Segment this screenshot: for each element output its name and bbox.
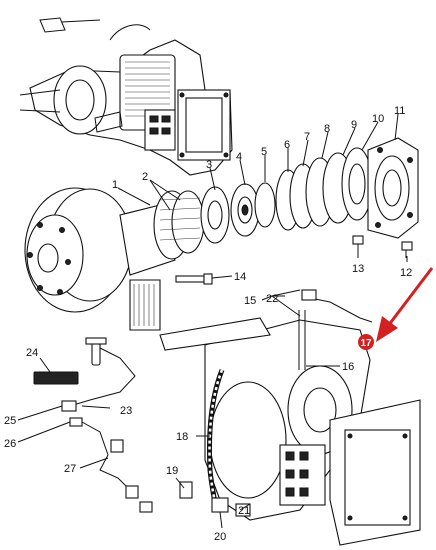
pipe-17-22 [301, 289, 373, 323]
callout-5: 5 [261, 146, 267, 158]
callout-19: 19 [166, 465, 178, 477]
callout-2: 2 [142, 171, 148, 183]
callout-13: 13 [352, 263, 364, 275]
callout-11: 11 [394, 105, 405, 117]
gear-pack-2-3 [153, 186, 230, 260]
callout-17-badge: 17 [358, 334, 374, 350]
red-arrow-icon [376, 267, 434, 342]
callout-7: 7 [304, 131, 310, 143]
callout-27: 27 [64, 463, 76, 475]
callout-1: 1 [112, 179, 118, 191]
loose-parts-23-27 [33, 337, 251, 517]
callout-15: 15 [244, 295, 256, 307]
callout-20: 20 [214, 531, 226, 543]
callout-24: 24 [26, 347, 38, 359]
lower-housing [159, 310, 421, 546]
callout-12: 12 [400, 267, 412, 279]
callout-18: 18 [176, 431, 188, 443]
callout-22: 22 [266, 293, 278, 305]
callout-10: 10 [372, 113, 384, 125]
callout-25: 25 [4, 415, 16, 427]
callout-16: 16 [342, 361, 354, 373]
callout-3: 3 [206, 159, 212, 171]
clutch-rings-6-10 [275, 147, 373, 231]
upper-gearbox-housing [19, 17, 233, 176]
cover-plate-11 [367, 137, 419, 239]
bolts-12-13-14 [175, 235, 413, 285]
callout-23: 23 [120, 405, 132, 417]
callout-21: 21 [238, 505, 250, 517]
callout-17: 17 [360, 338, 372, 349]
callout-9: 9 [351, 119, 357, 131]
callout-26: 26 [4, 438, 16, 450]
callout-4: 4 [236, 151, 242, 163]
bearing-4-5 [230, 182, 276, 237]
leader-lines [17, 113, 408, 529]
callout-14: 14 [234, 271, 246, 283]
callout-6: 6 [284, 139, 290, 151]
hub-drum [24, 187, 176, 331]
callout-8: 8 [324, 123, 330, 135]
callout-labels: 1 2 3 4 5 6 7 8 9 10 11 12 13 14 15 16 1… [4, 105, 412, 543]
